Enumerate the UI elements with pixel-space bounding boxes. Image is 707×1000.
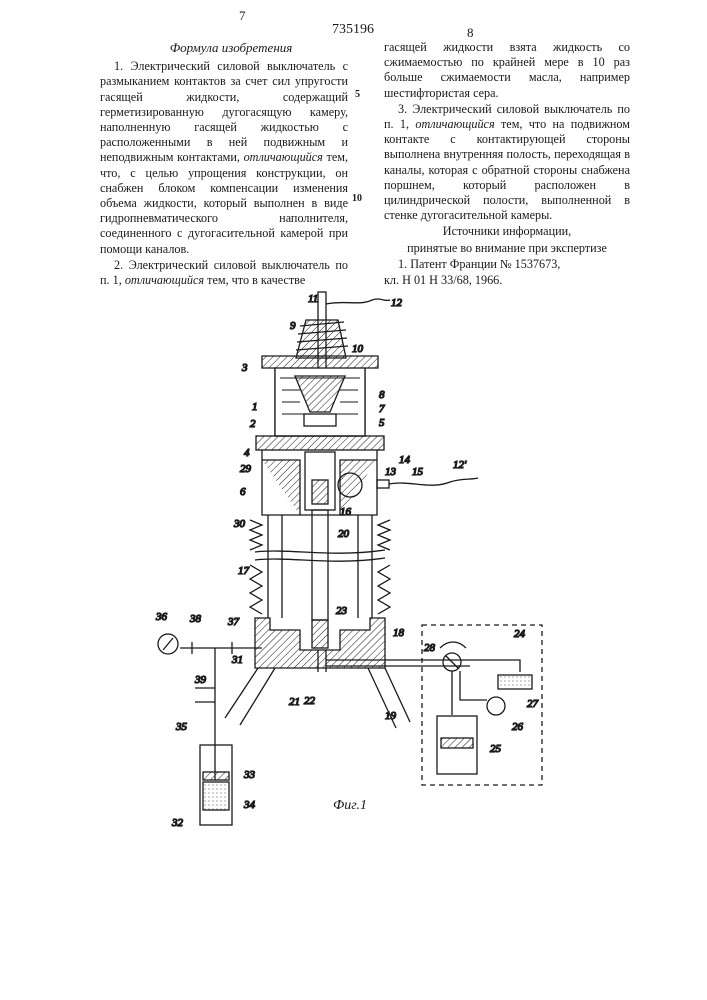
label-19: 19 (385, 710, 397, 722)
insulator-ribs-left-top (250, 520, 262, 550)
flange (256, 436, 384, 450)
figure-caption: Фиг.1 (333, 798, 367, 814)
piston-6 (312, 480, 328, 504)
label-18: 18 (393, 627, 405, 639)
cylinder-25-piston (441, 738, 473, 748)
label-10: 10 (352, 343, 364, 355)
label-26: 26 (512, 721, 524, 733)
label-21: 21 (289, 696, 300, 708)
label-14: 14 (399, 454, 411, 466)
label-2: 2 (250, 418, 256, 430)
label-38: 38 (189, 613, 202, 625)
label-7: 7 (379, 403, 385, 415)
label-20: 20 (338, 528, 350, 540)
label-39: 39 (194, 674, 207, 686)
pump-26 (487, 697, 505, 715)
piston-23 (312, 620, 328, 648)
label-28: 28 (424, 642, 436, 654)
label-23: 23 (336, 605, 348, 617)
label-17: 17 (238, 565, 250, 577)
label-34: 34 (243, 799, 256, 811)
filler-34 (203, 782, 229, 810)
insulator-ribs-right-top (378, 520, 390, 550)
label-16: 16 (340, 506, 352, 518)
label-36: 36 (155, 611, 168, 623)
break-lines (255, 550, 385, 561)
label-4: 4 (244, 447, 250, 459)
label-22: 22 (304, 695, 316, 707)
label-9: 9 (290, 320, 296, 332)
connector-15 (377, 480, 389, 488)
label-1: 1 (252, 401, 258, 413)
label-12: 12 (391, 297, 403, 309)
insulator-walls (268, 515, 372, 618)
label-24: 24 (514, 628, 526, 640)
label-3: 3 (241, 362, 248, 374)
label-29: 29 (240, 463, 252, 475)
lead-12 (326, 299, 390, 304)
label-31: 31 (231, 654, 243, 666)
compensation-block-24 (422, 625, 542, 785)
label-32: 32 (171, 817, 184, 829)
label-27: 27 (527, 698, 539, 710)
rod-20 (312, 510, 328, 620)
insulator-ribs-left (250, 565, 262, 614)
label-25: 25 (490, 743, 502, 755)
insulator-ribs-right (378, 565, 390, 614)
tank-27 (498, 675, 532, 689)
support-base (225, 668, 410, 728)
label-5: 5 (379, 417, 385, 429)
valve-28-arrow (440, 642, 466, 648)
label-30: 30 (233, 518, 246, 530)
valve-39 (195, 688, 215, 702)
label-12-prime: 12' (453, 459, 467, 471)
label-13: 13 (385, 466, 397, 478)
label-35: 35 (175, 721, 188, 733)
label-11: 11 (308, 293, 318, 305)
gauge-needle (163, 638, 173, 650)
label-33: 33 (243, 769, 256, 781)
label-6: 6 (240, 486, 246, 498)
label-37: 37 (227, 616, 240, 628)
label-15: 15 (412, 466, 424, 478)
label-8: 8 (379, 389, 385, 401)
lead-12-prime (389, 478, 478, 485)
piston-33 (203, 772, 229, 780)
block-pipes (452, 671, 487, 715)
